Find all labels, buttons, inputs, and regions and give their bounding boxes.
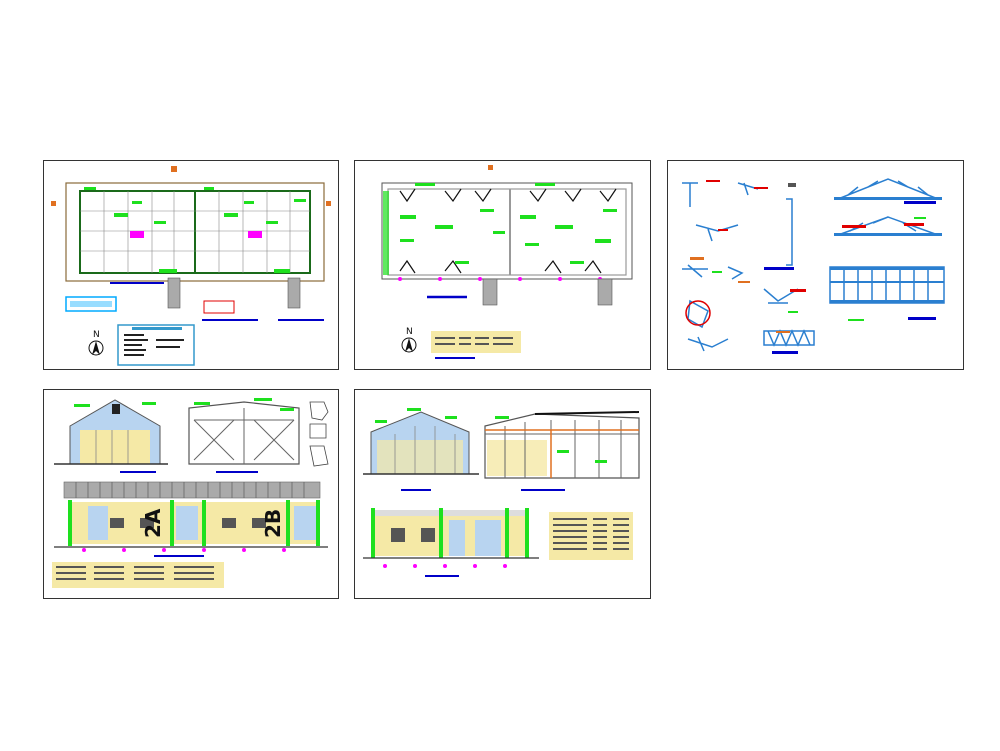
sheet-roof-plan: N xyxy=(354,160,651,370)
elevations-b-drawing xyxy=(363,408,640,577)
unit-label-2b: 2B xyxy=(261,509,285,538)
north-arrow-label-2: N xyxy=(406,327,413,337)
sheet-elevations-b xyxy=(354,389,651,599)
truss-details-drawing xyxy=(682,178,945,354)
roof-plan-drawing: N xyxy=(381,165,633,359)
sheet-floor-plan: N xyxy=(43,160,339,370)
elevations-a-drawing: 2A 2B xyxy=(52,398,329,588)
unit-label-2a: 2A xyxy=(141,508,165,538)
sheet-truss-details xyxy=(667,160,964,370)
sheet-elevations-a: 2A 2B xyxy=(43,389,339,599)
north-arrow-label-1: N xyxy=(93,330,100,340)
floor-plan-drawing: N xyxy=(51,166,331,366)
